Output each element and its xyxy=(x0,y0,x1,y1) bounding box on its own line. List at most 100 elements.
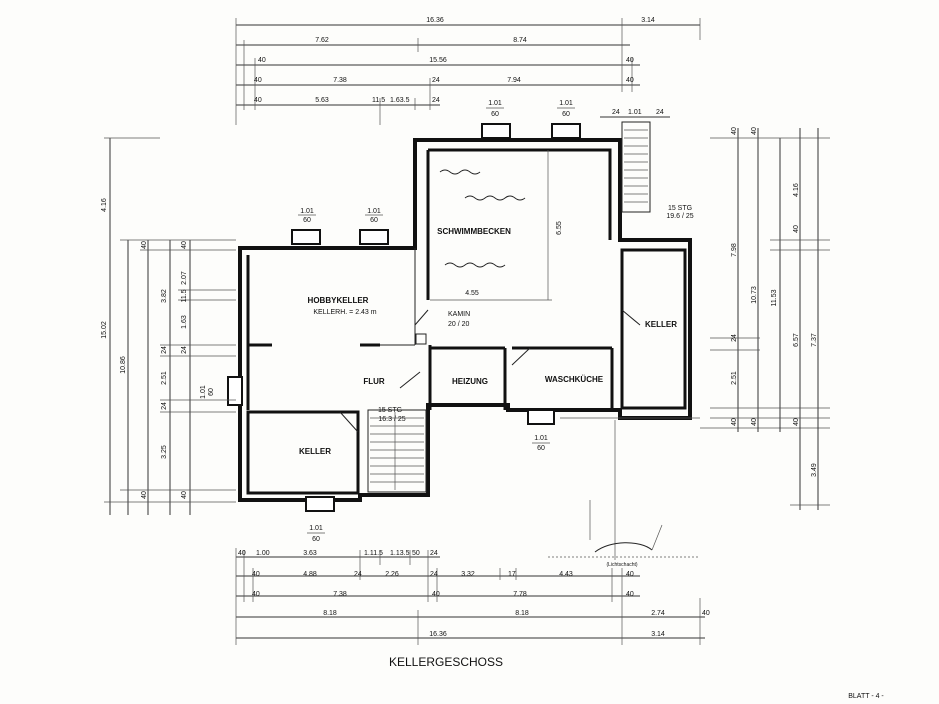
dim-bottom-r1: 1.00 xyxy=(256,550,270,557)
dim-bottom-r1: 40 xyxy=(238,550,246,557)
dim-bottom-r2: 3.32 xyxy=(461,571,475,578)
walls xyxy=(238,121,830,560)
dim-r4-b: 7.38 xyxy=(333,77,347,84)
dim-r3-b: 15.56 xyxy=(429,57,447,64)
window-pool-1 xyxy=(481,123,511,139)
window-label-top: 1.01 xyxy=(559,100,573,107)
dim-bottom-r3: 7.38 xyxy=(333,591,347,598)
dim-top-right-part: 8.74 xyxy=(513,37,527,44)
dim-bottom-r3: 40 xyxy=(252,591,260,598)
dim-bottom-r3: 7.78 xyxy=(513,591,527,598)
window-hobby-1 xyxy=(291,229,321,245)
lichtschacht-label: (Lichtschacht) xyxy=(606,562,637,568)
dim-bottom-r1: 1.13.5 xyxy=(390,550,410,557)
room-hobbykeller-height: KELLERH. = 2.43 m xyxy=(313,309,376,316)
dim-bottom-r2: 4.88 xyxy=(303,571,317,578)
bottom-dimension-chains: 40 1.00 3.63 1.11.5 1.13.5 50 24 40 4.88… xyxy=(235,548,710,645)
top-dimension-chains: 16.36 3.14 7.62 8.74 40 15.56 40 40 7.38… xyxy=(235,17,701,125)
dim-right-a: 2.51 xyxy=(731,371,738,385)
window-label-bottom: 60 xyxy=(208,388,215,396)
dim-right-d: 3.49 xyxy=(811,463,818,477)
dim-bottom-r4: 2.74 xyxy=(651,610,665,617)
room-labels: HOBBYKELLER KELLERH. = 2.43 m SCHWIMMBEC… xyxy=(299,205,694,568)
window-labels: 1.01 60 1.01 60 1.01 60 1.01 60 1.01 60 … xyxy=(200,100,575,543)
dim-r5-e: 24 xyxy=(432,97,440,104)
dim-bottom-r1: 3.63 xyxy=(303,550,317,557)
dim-right-a: 24 xyxy=(731,334,738,342)
right-dimension-chains: 40 7.98 24 2.51 40 40 10.73 40 11.53 4.1… xyxy=(710,127,830,510)
dim-r5b-a: 24 xyxy=(612,109,620,116)
dim-right-a: 7.98 xyxy=(731,243,738,257)
window-hobby-2 xyxy=(359,229,389,245)
dim-left-inner: 24 xyxy=(161,346,168,354)
dim-r5-c: 11.5 xyxy=(372,97,385,104)
dim-r3-a: 40 xyxy=(258,57,266,64)
dim-left-a: 4.16 xyxy=(101,198,108,212)
room-flur: FLUR xyxy=(363,377,385,386)
dim-bottom-r1: 24 xyxy=(430,550,438,557)
window-label-top: 1.01 xyxy=(309,525,323,532)
room-hobbykeller: HOBBYKELLER xyxy=(308,296,369,305)
dim-left-inner2: 11.5 xyxy=(181,289,188,302)
room-heizung: HEIZUNG xyxy=(452,377,488,386)
window-label-top: 1.01 xyxy=(367,208,381,215)
dim-r5-b: 5.63 xyxy=(315,97,329,104)
stair-upper-size: 19.6 / 25 xyxy=(666,213,693,220)
dim-r5-a: 40 xyxy=(254,97,262,104)
dim-r3-c: 40 xyxy=(626,57,634,64)
window-keller-left xyxy=(305,496,335,512)
dim-top-total: 16.36 xyxy=(426,17,444,24)
dim-left-inner: 24 xyxy=(161,402,168,410)
dim-left-inner: 40 xyxy=(141,241,148,249)
stair-upper-label: 15 STG xyxy=(668,205,692,212)
dim-left-mid: 10.86 xyxy=(120,356,127,374)
dim-right-b: 10.73 xyxy=(751,286,758,304)
dim-r4-c: 24 xyxy=(432,77,440,84)
dim-r5b-b: 1.01 xyxy=(628,109,642,116)
sheet-number: BLATT - 4 - xyxy=(848,693,884,700)
pool-width: 4.55 xyxy=(465,290,479,297)
window-label-bottom: 60 xyxy=(303,217,311,224)
window-label-bottom: 60 xyxy=(370,217,378,224)
windows xyxy=(227,123,581,512)
plan-title: KELLERGESCHOSS xyxy=(389,655,503,669)
dim-top-right: 3.14 xyxy=(641,17,655,24)
dim-left-inner: 40 xyxy=(141,491,148,499)
window-label-bottom: 60 xyxy=(537,445,545,452)
window-label-top: 1.01 xyxy=(200,385,207,399)
dim-r5b-c: 24 xyxy=(656,109,664,116)
dim-bottom-r2: 4.43 xyxy=(559,571,573,578)
dim-right-b: 40 xyxy=(751,127,758,135)
room-waschkueche: WASCHKÜCHE xyxy=(545,375,604,384)
dim-right-d: 6.57 xyxy=(793,333,800,347)
dim-r4-d: 7.94 xyxy=(507,77,521,84)
dim-bottom-r5: 3.14 xyxy=(651,631,665,638)
dim-left-inner2: 40 xyxy=(181,241,188,249)
window-label-top: 1.01 xyxy=(534,435,548,442)
dim-left-inner2: 24 xyxy=(181,346,188,354)
dim-r5-d: 1.63.5 xyxy=(390,97,410,104)
stair-main-size: 16.3 / 25 xyxy=(378,416,405,423)
dim-right-c: 11.53 xyxy=(771,289,778,306)
dim-left-inner2: 1.63 xyxy=(181,315,188,329)
dim-bottom-r4: 40 xyxy=(702,610,710,617)
dim-bottom-r2: 24 xyxy=(354,571,362,578)
dim-bottom-r3: 40 xyxy=(626,591,634,598)
window-label-bottom: 60 xyxy=(562,111,570,118)
dim-left-inner: 2.51 xyxy=(161,371,168,385)
dim-bottom-r2: 2.26 xyxy=(385,571,399,578)
dim-right-d: 4.16 xyxy=(793,183,800,197)
dim-bottom-r1: 1.11.5 xyxy=(364,550,383,557)
dim-left-total: 15.02 xyxy=(101,321,108,339)
dim-top-left-part: 7.62 xyxy=(315,37,329,44)
window-flur xyxy=(227,376,243,406)
window-pool-2 xyxy=(551,123,581,139)
dim-bottom-r3: 40 xyxy=(432,591,440,598)
dim-right-a: 40 xyxy=(731,127,738,135)
dim-bottom-r2: 40 xyxy=(626,571,634,578)
room-schwimmbecken: SCHWIMMBECKEN xyxy=(437,227,511,236)
window-label-bottom: 60 xyxy=(312,536,320,543)
dim-left-inner: 3.82 xyxy=(161,289,168,303)
window-label-top: 1.01 xyxy=(300,208,314,215)
